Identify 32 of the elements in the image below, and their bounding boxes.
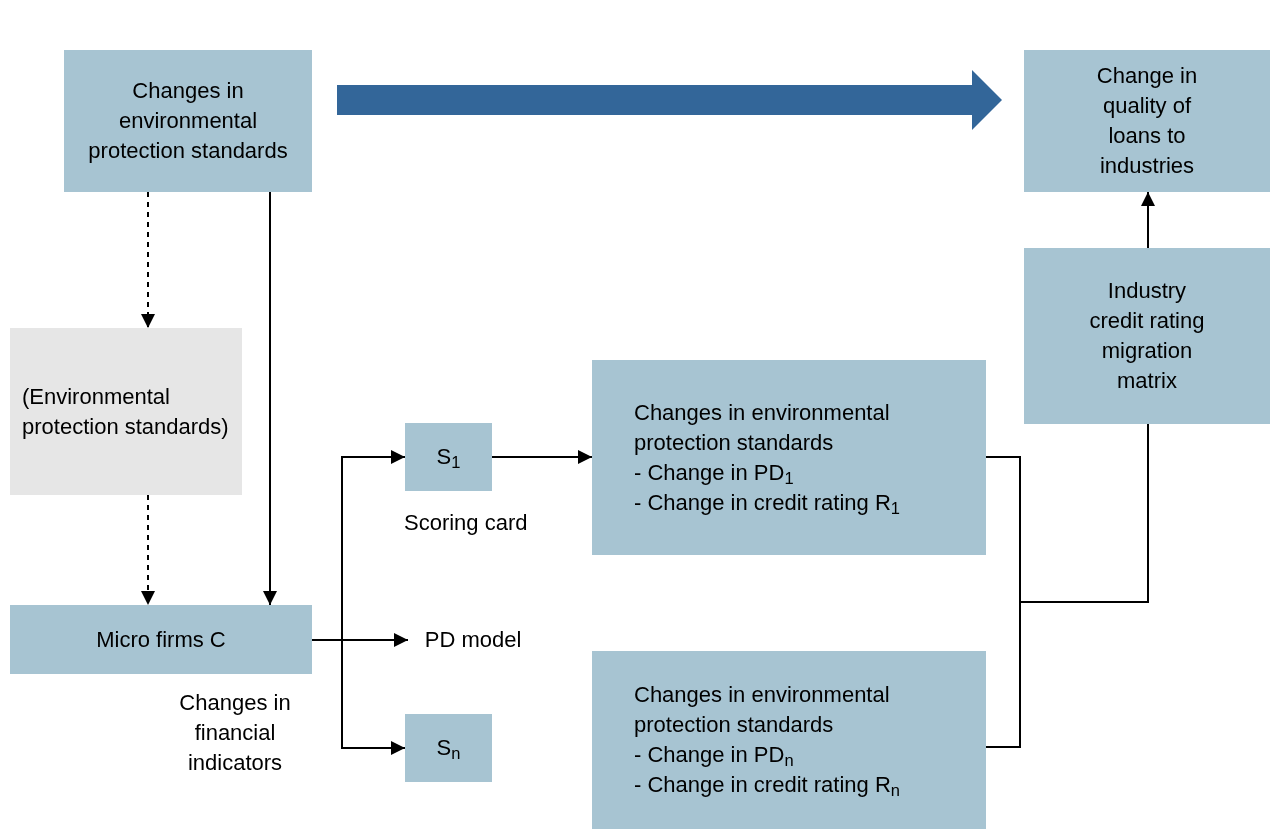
- process-box: [64, 50, 312, 192]
- process-box: [592, 360, 986, 555]
- arrow: [1141, 191, 1155, 249]
- process-box: [10, 605, 312, 674]
- box-text: S$_{n}$: [436, 734, 461, 763]
- process-box: [405, 423, 492, 491]
- arrow: [141, 494, 155, 606]
- box-text: PD model: [424, 626, 522, 654]
- side-caption: Scoring card: [404, 509, 529, 537]
- box-text: Micro firms C: [96, 625, 226, 654]
- box-text: Changes in environmental protection standards: [634, 398, 891, 457]
- process-box: [592, 651, 986, 829]
- block-arrow: [337, 70, 1002, 130]
- box-text: S$_{1}$: [436, 443, 461, 472]
- arrow: [491, 450, 593, 464]
- box-text: Changes in environmental protection standards: [87, 77, 289, 165]
- box-text: Change in quality of loans to industries: [1095, 62, 1199, 180]
- box-text: Industry credit rating migration matrix: [1088, 277, 1206, 395]
- box-text: - Change in credit rating R$_{1}$: [634, 488, 900, 518]
- process-box: [10, 328, 242, 495]
- process-box: [1024, 248, 1270, 424]
- process-box: [405, 714, 492, 782]
- box-text: - Change in credit rating R$_{n}$: [634, 771, 900, 800]
- box-text: - Change in PD$_{1}$: [634, 458, 794, 488]
- arrow: [311, 639, 406, 755]
- box-text: - Change in PD$_{n}$: [634, 741, 794, 770]
- box-text: (Environmental protection standards): [22, 382, 230, 441]
- box-text: Changes in environmental protection standards: [634, 681, 891, 739]
- side-caption: Changes in financial indicators: [178, 689, 292, 777]
- process-box: [1024, 50, 1270, 192]
- arrow: [141, 191, 155, 329]
- arrow: [263, 191, 277, 606]
